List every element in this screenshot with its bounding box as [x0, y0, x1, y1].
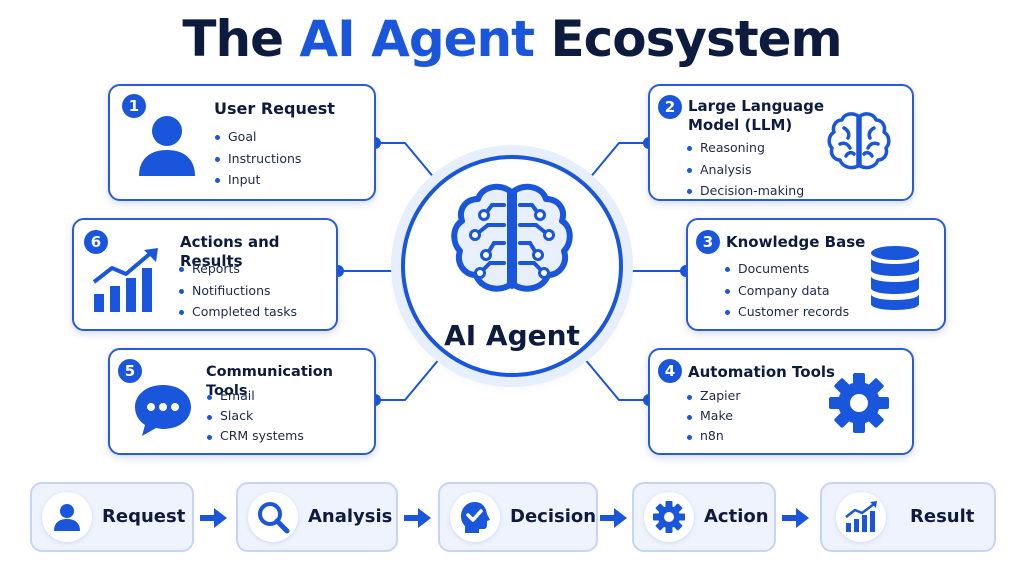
list-item: Email [206, 386, 304, 406]
list-item: Company data [724, 280, 849, 302]
list-item: Instructions [214, 148, 301, 170]
chat-bubble-icon [135, 385, 191, 436]
flow-step-action: Action [632, 482, 776, 552]
list-item: Completed tasks [178, 301, 297, 323]
database-icon [871, 246, 919, 310]
list-item: Notifiuctions [178, 280, 297, 302]
card-user-request: 1 User Request Goal Instructions Input [108, 84, 376, 201]
flow-step-result: Result [820, 482, 996, 552]
flow-icon-circle [450, 492, 500, 542]
arrow-right-icon [782, 508, 809, 528]
user-icon [139, 116, 195, 176]
flow-icon-circle [644, 492, 694, 542]
page-title: The AI Agent Ecosystem [0, 10, 1024, 68]
title-part-1: The [182, 10, 284, 68]
flow-icon-circle [248, 492, 298, 542]
flow-label: Decision [510, 506, 597, 527]
card-title: Communication Tools [206, 364, 334, 399]
list-item: Decision-making [686, 180, 804, 202]
brain-circuit-icon [451, 183, 573, 292]
flow-label: Result [910, 506, 975, 527]
list-item: Customer records [724, 301, 849, 323]
head-check-icon [461, 502, 490, 533]
list-item: Analysis [686, 159, 804, 181]
card-title-line-1: Large Language [688, 97, 825, 115]
card-title-line-2: Model (LLM) [688, 116, 793, 134]
growth-chart-icon [92, 248, 158, 312]
flow-label: Request [102, 506, 186, 527]
gear-icon [829, 373, 889, 433]
ai-agent-hub: AI Agent [401, 155, 623, 377]
title-part-2: Ecosystem [550, 10, 842, 68]
card-automation-tools: 4 Automation Tools Zapier Make n8n [648, 348, 914, 455]
gear-icon [653, 501, 685, 533]
card-number-badge: 2 [658, 95, 682, 119]
card-communication-tools: 5 Communication Tools Email Slack CRM sy… [108, 348, 376, 455]
ai-agent-label: AI Agent [444, 319, 580, 352]
card-number-badge: 1 [122, 94, 146, 118]
list-item: Make [686, 406, 740, 426]
card-title: Knowledge Base [726, 233, 866, 251]
card-title: Actions and Results [180, 233, 280, 270]
list-item: Reasoning [686, 137, 804, 159]
flow-step-analysis: Analysis [236, 482, 398, 552]
card-item-list: Zapier Make n8n [686, 386, 740, 446]
flow-step-decision: Decision [438, 482, 598, 552]
list-item: Slack [206, 406, 304, 426]
arrow-right-icon [200, 508, 227, 528]
list-item: Reports [178, 258, 297, 280]
list-item: Documents [724, 258, 849, 280]
card-item-list: Reasoning Analysis Decision-making [686, 137, 804, 202]
list-item: Zapier [686, 386, 740, 406]
arrow-right-icon [600, 508, 627, 528]
card-title: User Request [214, 99, 335, 118]
card-title: Automation Tools [688, 363, 835, 381]
user-icon [54, 504, 80, 531]
card-actions-and-results: 6 Actions and Results Reports Notifiucti… [72, 218, 338, 331]
search-icon [258, 502, 290, 534]
card-number-badge: 5 [118, 359, 142, 383]
flow-label: Action [704, 506, 769, 527]
card-number-badge: 4 [658, 359, 682, 383]
list-item: Goal [214, 126, 301, 148]
title-accent: AI Agent [299, 10, 535, 68]
flow-icon-circle [836, 492, 886, 542]
growth-chart-icon [845, 501, 877, 532]
flow-icon-circle [42, 492, 92, 542]
flow-step-request: Request [30, 482, 194, 552]
card-item-list: Documents Company data Customer records [724, 258, 849, 323]
card-number-badge: 3 [696, 230, 720, 254]
card-number-badge: 6 [84, 230, 108, 254]
list-item: CRM systems [206, 426, 304, 446]
brain-icon [827, 112, 891, 170]
list-item: Input [214, 169, 301, 191]
card-knowledge-base: 3 Knowledge Base Documents Company data … [686, 218, 946, 331]
arrow-right-icon [404, 508, 431, 528]
card-item-list: Goal Instructions Input [214, 126, 301, 191]
flow-label: Analysis [308, 506, 393, 527]
card-item-list: Email Slack CRM systems [206, 386, 304, 446]
card-llm: 2 Large Language Model (LLM) Reasoning A… [648, 84, 914, 201]
card-item-list: Reports Notifiuctions Completed tasks [178, 258, 297, 323]
list-item: n8n [686, 426, 740, 446]
